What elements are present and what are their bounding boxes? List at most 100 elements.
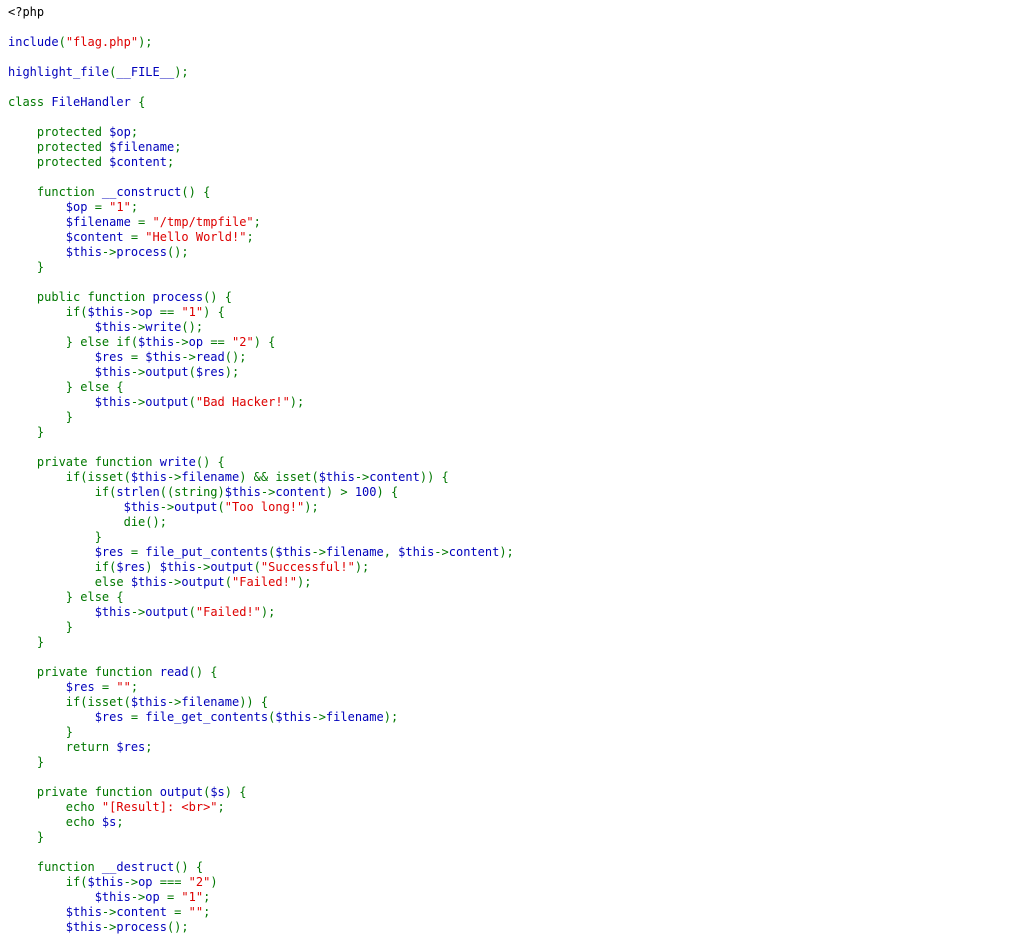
code-token-string: "[Result]: <br>" xyxy=(101,800,218,814)
code-token-keyword: ; xyxy=(116,815,124,829)
code-token-keyword: -> xyxy=(130,890,146,904)
code-token-keyword: private function xyxy=(8,455,160,469)
code-line: } xyxy=(8,260,514,275)
code-token-keyword: public function xyxy=(8,290,153,304)
code-token-keyword: == xyxy=(210,335,232,349)
code-token-default: filename xyxy=(325,545,384,559)
code-token-default: process xyxy=(152,290,204,304)
code-token-keyword: } xyxy=(8,425,45,439)
code-token-default: op xyxy=(188,335,211,349)
code-token-string: "Hello World!" xyxy=(145,230,247,244)
code-token-keyword: = xyxy=(138,215,153,229)
code-token-keyword: ; xyxy=(130,200,139,214)
code-line xyxy=(8,170,514,185)
code-token-default: op xyxy=(138,875,160,889)
code-token-keyword: ); xyxy=(289,395,305,409)
code-token-keyword: ) { xyxy=(253,335,276,349)
code-token-keyword: = xyxy=(130,710,146,724)
code-token-default: $this xyxy=(8,395,131,409)
code-token-keyword: )) { xyxy=(239,695,269,709)
code-token-default: $this xyxy=(87,305,124,319)
code-token-keyword: ; xyxy=(174,140,182,154)
code-line: $res = $this->read(); xyxy=(8,350,514,365)
code-line: $this->output("Failed!"); xyxy=(8,605,514,620)
code-token-default: write xyxy=(159,455,196,469)
code-token-keyword: -> xyxy=(166,470,182,484)
code-token-default: content xyxy=(275,485,326,499)
code-token-keyword: -> xyxy=(123,875,139,889)
code-token-default: FileHandler xyxy=(51,95,139,109)
code-token-keyword: if( xyxy=(8,305,88,319)
code-token-keyword: die(); xyxy=(8,515,167,529)
code-token-string: "2" xyxy=(232,335,254,349)
code-token-default: $res xyxy=(8,680,102,694)
code-token-default: process xyxy=(116,920,167,934)
code-token-default: read xyxy=(195,350,225,364)
code-token-default: $op xyxy=(109,125,131,139)
code-token-keyword: ( xyxy=(217,500,225,514)
code-token-keyword: ) xyxy=(210,875,218,889)
code-token-default: file_put_contents xyxy=(145,545,269,559)
code-token-keyword: ( xyxy=(224,575,232,589)
code-token-keyword: ((string) xyxy=(159,485,225,499)
code-token-keyword: -> xyxy=(130,605,146,619)
code-token-keyword: = xyxy=(94,200,110,214)
code-token-keyword: ( xyxy=(188,605,196,619)
code-line: $this->output("Bad Hacker!"); xyxy=(8,395,514,410)
code-token-keyword: ); xyxy=(383,710,399,724)
code-token-keyword: ; xyxy=(246,230,254,244)
code-token-keyword: -> xyxy=(130,365,146,379)
code-token-keyword: -> xyxy=(130,395,146,409)
code-token-default: output xyxy=(145,605,189,619)
code-token-keyword: = xyxy=(130,230,146,244)
code-token-default: op xyxy=(145,890,167,904)
code-token-default: $this xyxy=(398,545,435,559)
code-token-default: output xyxy=(210,560,254,574)
code-token-default: $res xyxy=(195,365,225,379)
code-line xyxy=(8,770,514,785)
code-token-default: 100 xyxy=(354,485,377,499)
code-token-keyword: ) > xyxy=(325,485,355,499)
code-token-keyword: -> xyxy=(311,545,326,559)
code-token-string: "Failed!" xyxy=(195,605,261,619)
code-token-keyword: { xyxy=(138,95,146,109)
code-line: if($this->op == "1") { xyxy=(8,305,514,320)
code-token-keyword: ) xyxy=(145,560,160,574)
code-token-keyword: if( xyxy=(8,875,88,889)
code-token-keyword: } else { xyxy=(8,380,124,394)
code-line: $content = "Hello World!"; xyxy=(8,230,514,245)
code-token-default: $this xyxy=(224,485,261,499)
code-token-keyword: private function xyxy=(8,665,160,679)
code-token-keyword: ); xyxy=(297,575,312,589)
code-token-keyword: } xyxy=(8,260,45,274)
code-line: } else { xyxy=(8,590,514,605)
code-line: $this->op = "1"; xyxy=(8,890,514,905)
code-token-keyword: -> xyxy=(130,320,146,334)
code-token-keyword: )) { xyxy=(419,470,449,484)
code-token-keyword: -> xyxy=(434,545,449,559)
code-token-keyword: ; xyxy=(130,125,139,139)
code-token-default: $this xyxy=(130,470,167,484)
code-token-default: $this xyxy=(130,695,167,709)
code-line: function __construct() { xyxy=(8,185,514,200)
code-token-default: output xyxy=(174,500,218,514)
code-line: if($res) $this->output("Successful!"); xyxy=(8,560,514,575)
code-token-default: __destruct xyxy=(101,860,175,874)
code-token-keyword: } else if( xyxy=(8,335,139,349)
code-token-default: $res xyxy=(8,545,131,559)
code-line: return $res; xyxy=(8,740,514,755)
code-token-default: $s xyxy=(210,785,225,799)
code-line: } xyxy=(8,410,514,425)
code-token-keyword: ( xyxy=(268,710,276,724)
code-token-default: $op xyxy=(8,200,95,214)
code-line: $res = file_get_contents($this->filename… xyxy=(8,710,514,725)
code-token-default: $res xyxy=(8,710,131,724)
code-token-keyword: -> xyxy=(123,305,139,319)
code-token-default: $res xyxy=(8,350,131,364)
code-token-default: $this xyxy=(8,905,102,919)
code-line: $this->output($res); xyxy=(8,365,514,380)
code-token-keyword: -> xyxy=(101,905,117,919)
code-token-keyword: -> xyxy=(101,245,117,259)
code-token-string: "Failed!" xyxy=(232,575,298,589)
code-token-default: __FILE__ xyxy=(116,65,175,79)
